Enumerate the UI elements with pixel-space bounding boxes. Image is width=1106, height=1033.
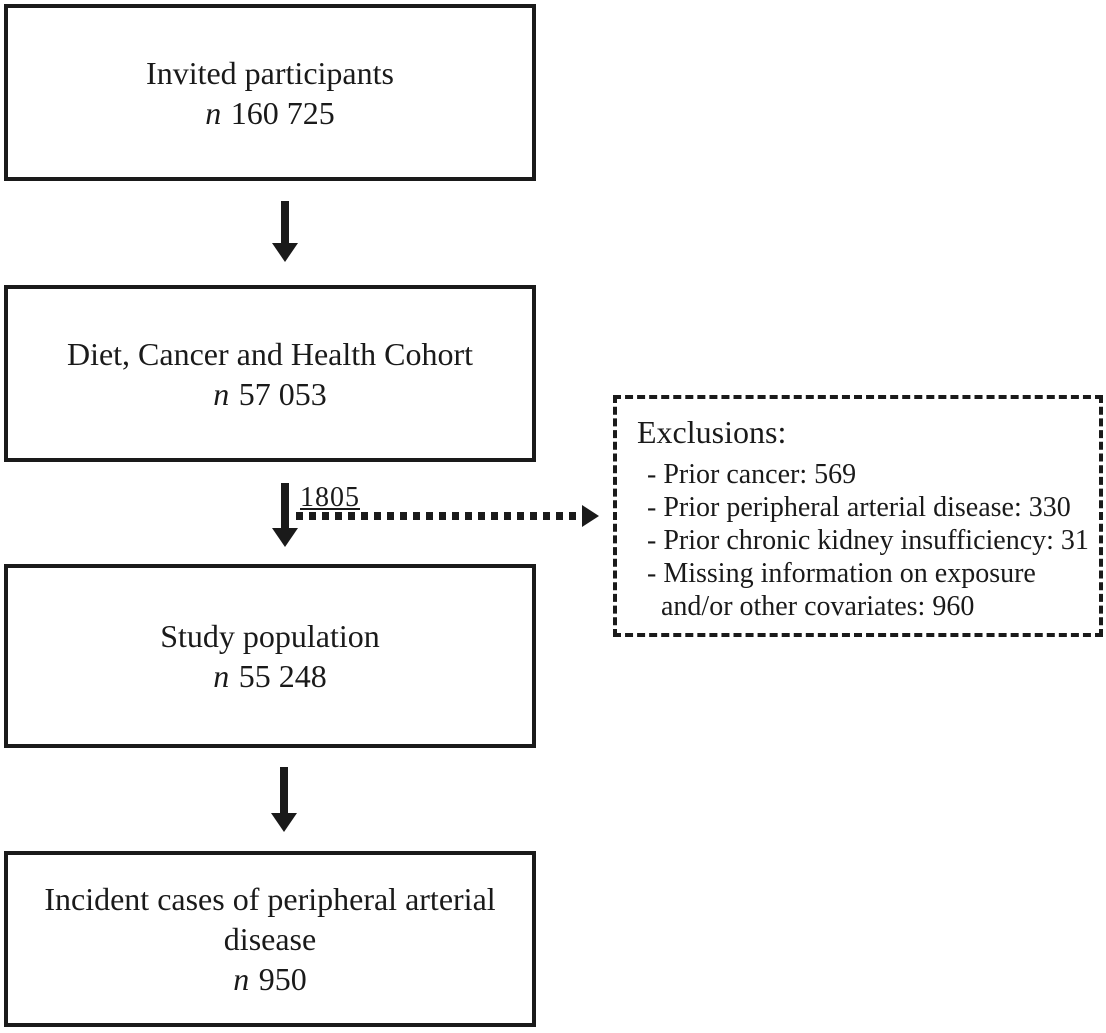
exclusion-item: - Missing information on exposure [647, 558, 1036, 589]
dotted-arrow-line [296, 512, 582, 520]
n-value: 57 053 [238, 375, 327, 412]
box-label: Study population [160, 618, 380, 654]
incident-cases-box: Incident cases of peripheral arterial di… [4, 851, 536, 1027]
n-value: 55 248 [238, 658, 327, 694]
down-arrow-icon [272, 483, 298, 547]
box-label: Incident cases of peripheral arterial di… [44, 881, 496, 957]
arrow-stem [281, 483, 289, 530]
box-label: Invited participants [146, 54, 394, 91]
exclusions-box: Exclusions: - Prior cancer: 569 - Prior … [613, 395, 1103, 637]
exclusion-item: - Prior chronic kidney insufficiency: 31 [647, 525, 1089, 556]
exclusions-title: Exclusions: [637, 414, 787, 450]
arrow-stem [280, 767, 288, 815]
exclusion-item: - Prior peripheral arterial disease: 330 [647, 492, 1071, 523]
exclusion-item: - Prior cancer: 569 [647, 459, 857, 490]
n-symbol: n [213, 658, 230, 694]
arrow-head [271, 813, 297, 832]
n-value: 160 725 [230, 94, 335, 131]
arrow-stem [281, 201, 289, 245]
exclusion-item-continuation: and/or other covariates: 960 [661, 591, 975, 622]
n-symbol: n [233, 961, 250, 997]
excluded-count-label: 1805 [300, 482, 360, 513]
down-arrow-icon [272, 201, 298, 262]
n-value: 950 [258, 961, 307, 997]
arrow-head [272, 528, 298, 547]
dotted-arrow-head-icon [582, 505, 599, 527]
n-symbol: n [205, 94, 222, 131]
down-arrow-icon [271, 767, 297, 832]
arrow-head [272, 243, 298, 262]
box-label: Diet, Cancer and Health Cohort [66, 335, 474, 372]
n-symbol: n [213, 375, 230, 412]
